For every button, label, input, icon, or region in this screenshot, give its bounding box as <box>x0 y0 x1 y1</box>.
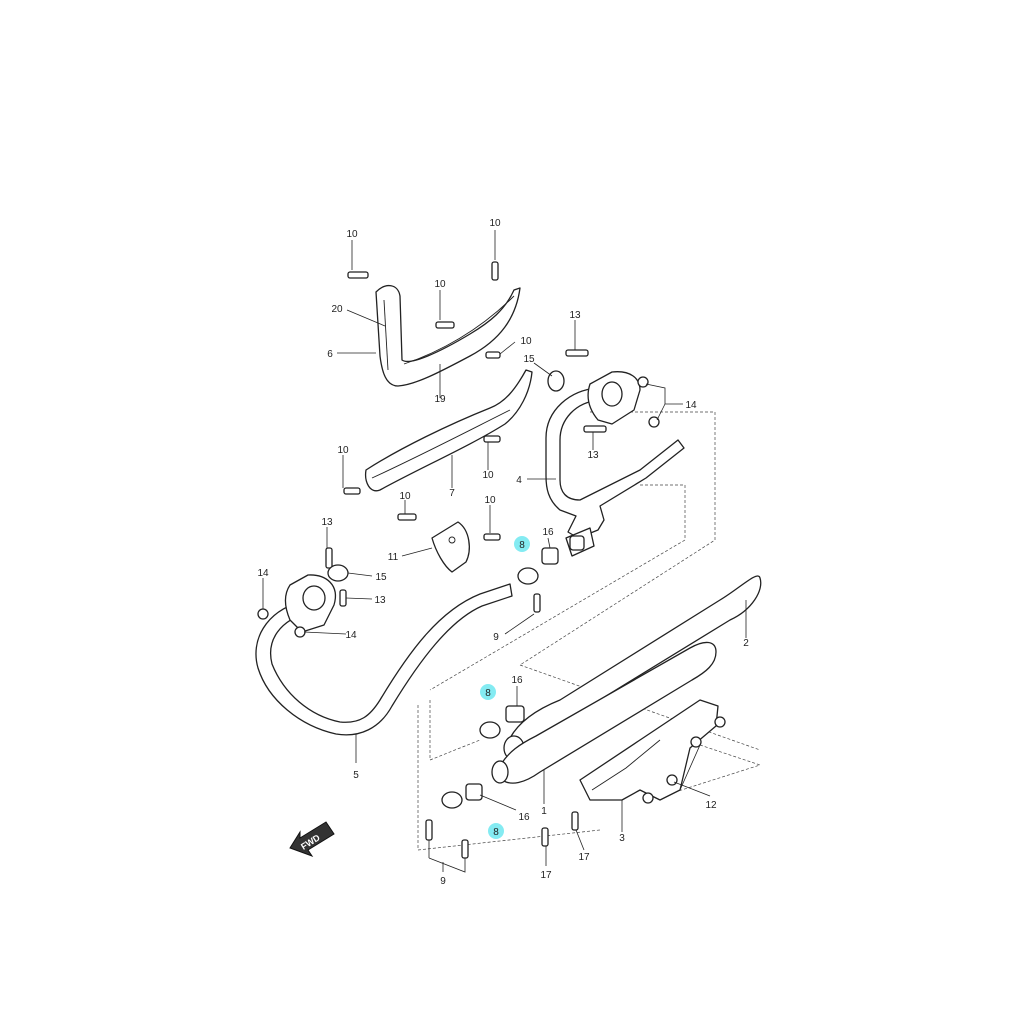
muffler-bracket-plate[interactable] <box>579 699 719 801</box>
callout-10: 10 <box>482 470 494 481</box>
callout-13: 13 <box>321 517 333 528</box>
callout-3: 3 <box>619 833 625 844</box>
shield-bracket[interactable] <box>431 521 470 573</box>
callout-8: 8 <box>493 827 499 838</box>
callout-16: 16 <box>542 527 554 538</box>
fasteners <box>257 261 726 859</box>
callout-5: 5 <box>353 770 359 781</box>
leader-lines <box>262 230 747 873</box>
lower-heat-shield[interactable] <box>364 369 533 492</box>
callout-13: 13 <box>587 450 599 461</box>
callout-10: 10 <box>346 229 358 240</box>
callout-14: 14 <box>345 630 357 641</box>
callout-9: 9 <box>493 632 499 643</box>
callout-10: 10 <box>434 279 446 290</box>
callout-13: 13 <box>569 310 581 321</box>
callout-9: 9 <box>440 876 446 887</box>
callout-labels: 10 10 10 10 10 10 10 10 20 6 19 7 13 13 … <box>257 218 749 887</box>
callout-14: 14 <box>257 568 269 579</box>
clamps[interactable] <box>441 535 585 809</box>
callout-16: 16 <box>511 675 523 686</box>
highlight-8-middle <box>480 684 496 700</box>
rear-exhaust-pipe[interactable] <box>545 371 685 557</box>
lower-muffler[interactable] <box>491 641 717 784</box>
callout-16: 16 <box>518 812 530 823</box>
callout-17: 17 <box>578 852 590 863</box>
assembly-guide-lines <box>417 411 762 851</box>
callout-19: 19 <box>434 394 446 405</box>
callout-7: 7 <box>449 488 455 499</box>
callout-15: 15 <box>375 572 387 583</box>
callout-11: 11 <box>388 552 399 563</box>
upper-heat-shield[interactable] <box>375 285 521 387</box>
callout-10: 10 <box>484 495 496 506</box>
front-exhaust-pipe[interactable] <box>255 574 513 736</box>
callout-10: 10 <box>399 491 411 502</box>
fwd-arrow-icon: FWD <box>289 821 335 857</box>
highlight-8-lower <box>488 823 504 839</box>
callout-8: 8 <box>519 540 525 551</box>
callout-4: 4 <box>516 475 522 486</box>
callout-14: 14 <box>685 400 697 411</box>
callout-6: 6 <box>327 349 333 360</box>
callout-10: 10 <box>489 218 501 229</box>
callout-20: 20 <box>331 304 343 315</box>
callout-8: 8 <box>485 688 491 699</box>
callout-1: 1 <box>541 806 547 817</box>
callout-13: 13 <box>374 595 386 606</box>
callout-15: 15 <box>523 354 535 365</box>
highlight-8-upper <box>514 536 530 552</box>
callout-10: 10 <box>337 445 349 456</box>
callout-17: 17 <box>540 870 552 881</box>
callout-10: 10 <box>520 336 532 347</box>
callout-12: 12 <box>705 800 717 811</box>
callout-2: 2 <box>743 638 749 649</box>
